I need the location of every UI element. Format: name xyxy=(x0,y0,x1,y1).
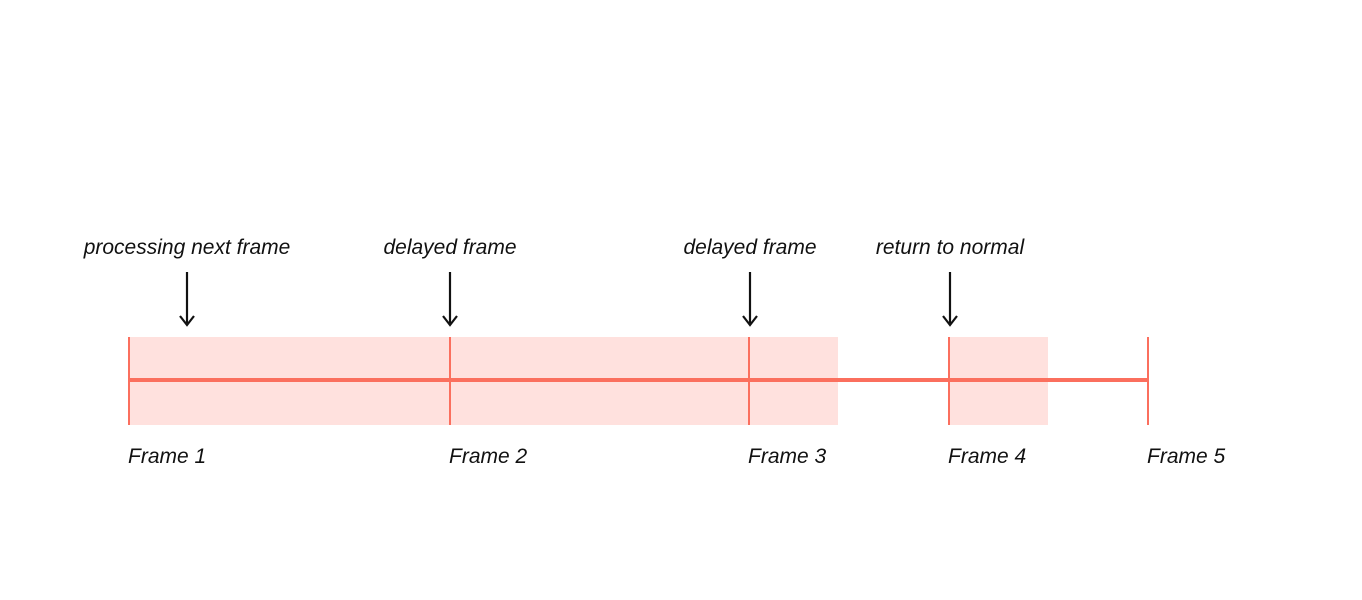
frame-tick xyxy=(947,337,951,425)
down-arrow-icon xyxy=(940,271,960,327)
annotation-label: delayed frame xyxy=(383,236,517,259)
frame-label: Frame 2 xyxy=(449,445,528,468)
down-arrow-icon xyxy=(440,271,460,327)
timeline-axis xyxy=(128,378,1149,382)
down-arrow-icon xyxy=(177,271,197,327)
down-arrow-icon xyxy=(740,271,760,327)
annotation-label: processing next frame xyxy=(83,236,291,259)
frame-tick xyxy=(747,337,751,425)
frame-label: Frame 4 xyxy=(948,445,1027,468)
frame-tick xyxy=(127,337,131,425)
annotation-label: delayed frame xyxy=(683,236,817,259)
frame-label: Frame 1 xyxy=(128,445,207,468)
frame-label: Frame 5 xyxy=(1147,445,1226,468)
annotation-label: return to normal xyxy=(875,236,1025,259)
frame-tick xyxy=(1146,337,1150,425)
frame-label: Frame 3 xyxy=(748,445,827,468)
frame-tick xyxy=(448,337,452,425)
